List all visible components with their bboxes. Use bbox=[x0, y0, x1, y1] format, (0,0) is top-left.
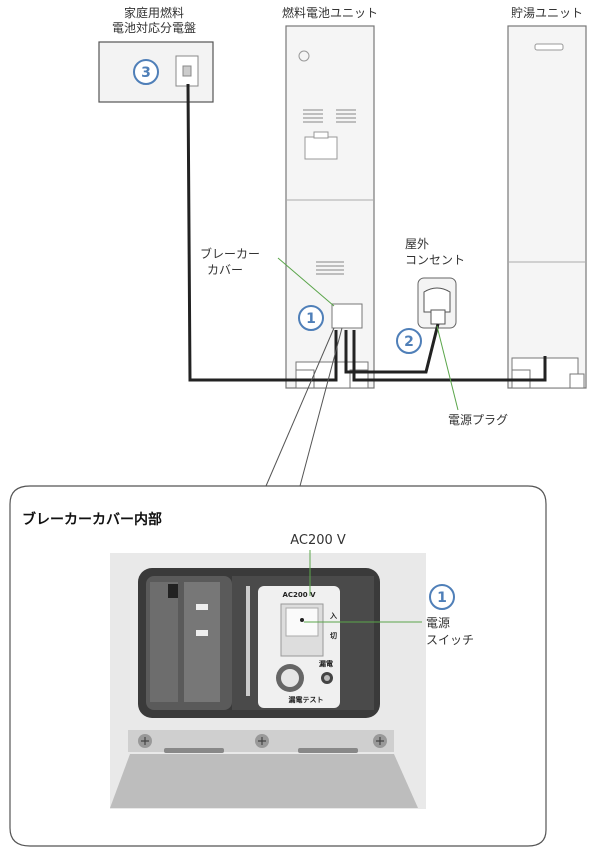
hot-water-unit-label: 貯湯ユニット bbox=[511, 6, 583, 20]
ac200v-callout: AC200 V bbox=[290, 533, 346, 548]
cables bbox=[186, 83, 547, 382]
panel-ac200v: AC200 V bbox=[282, 591, 316, 599]
outdoor-outlet-label-line2: コンセント bbox=[405, 253, 465, 267]
fuel-cell-unit-label: 燃料電池ユニット bbox=[282, 5, 378, 20]
power-plug-label: 電源プラグ bbox=[448, 413, 508, 427]
svg-text:1: 1 bbox=[306, 311, 316, 327]
marker-1: 1 bbox=[298, 305, 324, 331]
panel-on: 入 bbox=[329, 612, 337, 620]
power-switch-label-line2: スイッチ bbox=[426, 633, 474, 647]
distribution-board-label-line1: 家庭用燃料 bbox=[124, 5, 184, 20]
svg-text:1: 1 bbox=[437, 590, 447, 606]
breaker-cover-label-line2: カバー bbox=[207, 263, 243, 277]
marker-2: 2 bbox=[396, 328, 422, 354]
breaker-cover bbox=[331, 303, 363, 329]
breaker-cover-label-line1: ブレーカー bbox=[200, 246, 260, 261]
leader-lines bbox=[277, 257, 459, 411]
panel-off: 切 bbox=[330, 631, 337, 640]
fuel-cell-unit bbox=[285, 25, 375, 389]
marker-3: 3 bbox=[133, 59, 159, 85]
panel-leak: 漏電 bbox=[319, 659, 333, 668]
svg-text:2: 2 bbox=[404, 334, 414, 350]
hot-water-unit bbox=[507, 25, 587, 389]
outdoor-outlet-label-line1: 屋外 bbox=[405, 237, 429, 251]
svg-text:3: 3 bbox=[141, 65, 151, 81]
panel-leak-test: 漏電テスト bbox=[289, 695, 324, 704]
breaker-photo: AC200 V 入 切 漏電 漏電テスト bbox=[110, 553, 426, 809]
distribution-board bbox=[98, 41, 214, 103]
inset-title: ブレーカーカバー内部 bbox=[22, 511, 162, 528]
outdoor-outlet bbox=[417, 277, 457, 329]
marker-1-inset: 1 bbox=[429, 584, 455, 610]
distribution-board-label-line2: 電池対応分電盤 bbox=[112, 21, 196, 35]
callout-lines bbox=[265, 327, 343, 487]
power-switch-label-line1: 電源 bbox=[426, 616, 450, 630]
